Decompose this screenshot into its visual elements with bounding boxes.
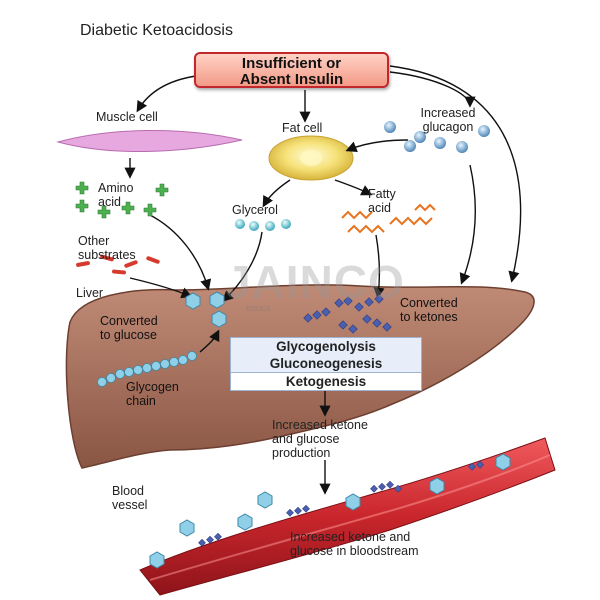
bloodstream-line-1: Increased ketone and xyxy=(290,530,411,544)
increased-glucagon-line-2: glucagon xyxy=(422,120,474,134)
process-ketogenesis: Ketogenesis xyxy=(231,372,421,390)
watermark-subtext: EDUCA xyxy=(246,306,271,313)
bloodstream-line-2: glucose in bloodstream xyxy=(290,544,419,558)
fatty-acid-line-2: acid xyxy=(368,201,391,215)
watermark-logo: JAINCO xyxy=(225,256,405,308)
glycogen-chain-label: Glycogen chain xyxy=(126,380,179,408)
metabolic-processes-box: Glycogenolysis Gluconeogenesis Ketogenes… xyxy=(230,337,422,391)
fat-cell-label: Fat cell xyxy=(282,121,323,135)
blood-vessel-line-2: vessel xyxy=(112,498,148,512)
other-substrates-label: Other substrates xyxy=(78,234,136,262)
blood-vessel-line-1: Blood xyxy=(112,484,144,498)
production-line-1: Increased ketone xyxy=(272,418,368,432)
fatty-acid-molecules xyxy=(341,203,436,234)
diagram-title: Diabetic Ketoacidosis xyxy=(80,22,233,39)
blood-vessel-label: Blood vessel xyxy=(112,484,147,512)
amino-acid-molecules xyxy=(75,181,169,219)
other-substrates-line-2: substrates xyxy=(78,248,136,262)
insulin-line-1: Insufficient or xyxy=(241,55,342,72)
ketones-in-blood xyxy=(198,460,484,547)
converted-ketones-label: Converted to ketones xyxy=(400,296,458,324)
insulin-line-2: Absent Insulin xyxy=(239,71,344,88)
other-substrates xyxy=(76,254,160,275)
muscle-cell-label: Muscle cell xyxy=(96,110,158,124)
process-gluconeogenesis: Gluconeogenesis xyxy=(269,356,383,371)
converted-glucose-line-2: to glucose xyxy=(100,328,157,342)
blood-vessel xyxy=(139,437,556,596)
amino-acid-label: Amino acid xyxy=(98,181,133,209)
ketones-in-liver xyxy=(303,294,392,334)
converted-ketones-line-1: Converted xyxy=(400,296,458,310)
increased-glucagon-label: Increased glucagon xyxy=(408,106,488,134)
converted-glucose-label: Converted to glucose xyxy=(100,314,158,342)
insulin-deficiency-box: Insufficient or Absent Insulin xyxy=(194,52,389,88)
muscle-cell xyxy=(56,130,243,152)
process-glycogenolysis: Glycogenolysis xyxy=(276,339,376,354)
increased-glucagon-line-1: Increased xyxy=(420,106,476,120)
glycogen-chain-line-2: chain xyxy=(126,394,156,408)
production-line-2: and glucose xyxy=(272,432,340,446)
bloodstream-label: Increased ketone and glucose in bloodstr… xyxy=(290,530,419,558)
glycogen-chain-line-1: Glycogen xyxy=(126,380,179,394)
production-line-3: production xyxy=(272,446,331,460)
fatty-acid-line-1: Fatty xyxy=(368,187,396,201)
glucose-in-liver xyxy=(185,291,227,328)
converted-glucose-line-1: Converted xyxy=(100,314,158,328)
glycerol-label: Glycerol xyxy=(232,203,278,217)
production-label: Increased ketone and glucose production xyxy=(272,418,368,460)
glycogen-chain xyxy=(97,351,197,387)
glucagon-molecules xyxy=(384,121,490,153)
amino-acid-line-2: acid xyxy=(98,195,121,209)
glucose-in-blood xyxy=(149,453,511,569)
glycerol-molecules xyxy=(235,219,291,231)
other-substrates-line-1: Other xyxy=(78,234,110,248)
fatty-acid-label: Fatty acid xyxy=(368,187,396,215)
converted-ketones-line-2: to ketones xyxy=(400,310,458,324)
flow-arrows xyxy=(124,65,522,495)
amino-acid-line-1: Amino xyxy=(98,181,134,195)
liver-label: Liver xyxy=(76,286,104,300)
